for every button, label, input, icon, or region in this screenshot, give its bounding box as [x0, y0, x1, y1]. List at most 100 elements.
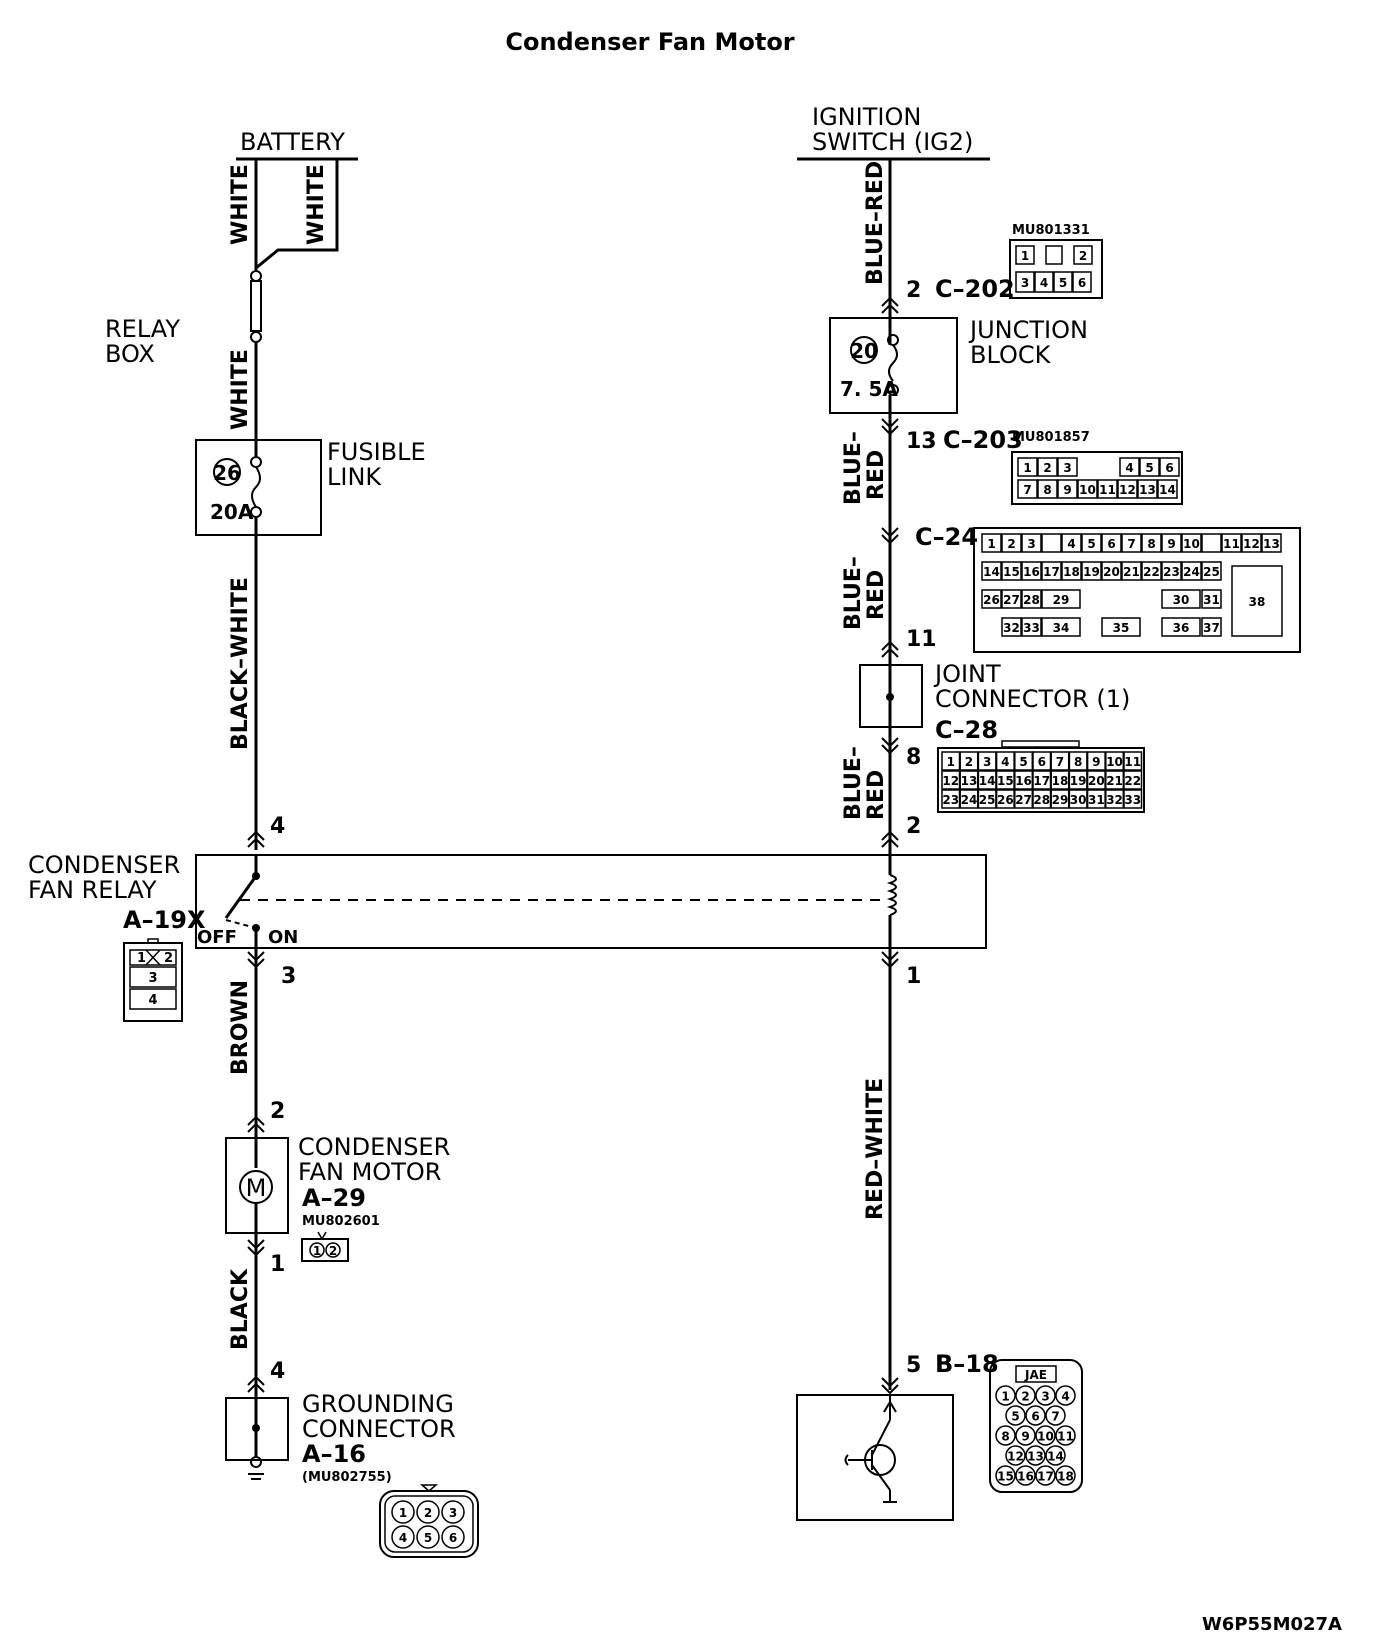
c28-pin-30: 30 [1070, 793, 1087, 807]
c203-pin-11-shape [1097, 479, 1118, 499]
c24-pin-23: 23 [1163, 565, 1180, 579]
connector-arrow-c28 [881, 737, 899, 755]
c24-pin-26: 26 [983, 593, 1000, 607]
ecu-input-arrow [883, 1400, 897, 1413]
c24-pin-9-shape [1161, 533, 1182, 553]
relay-off-label: OFF [197, 927, 237, 948]
c24-pin-27: 27 [1003, 593, 1020, 607]
b18-pin-14-shape [1045, 1445, 1066, 1466]
c28-pin-13: 13 [961, 774, 978, 788]
ignition-label-1: IGNITION [812, 103, 921, 131]
c203-pin-10: 10 [1079, 483, 1096, 497]
relay-connector-key [147, 938, 159, 944]
b18-pin-7-shape [1045, 1405, 1066, 1426]
c24-pin-30: 30 [1173, 593, 1190, 607]
c202-code: C–202 [935, 275, 1015, 303]
b18-code: B–18 [935, 1350, 999, 1378]
c28-key [1001, 740, 1080, 748]
c203-code: C–203 [943, 426, 1023, 454]
c203-pin-1: 1 [1023, 461, 1031, 475]
b18-pin-12: 12 [1007, 1450, 1024, 1464]
c28-pin-19: 19 [1070, 774, 1087, 788]
ground-conn-pin-1: 1 [399, 1506, 407, 1520]
b18-pin-15-shape [995, 1465, 1016, 1486]
jb-fuse-element [888, 344, 898, 382]
pin-4-relay: 4 [270, 814, 285, 839]
c202-pin-5-shape [1053, 271, 1073, 293]
c28-pin-16: 16 [1015, 774, 1032, 788]
connector-arrow-c24-in [881, 527, 899, 545]
c24-pin-6: 6 [1107, 537, 1115, 551]
c24-pin-31-shape [1201, 589, 1222, 609]
c24-pin-25: 25 [1203, 565, 1220, 579]
c24-pin-28-shape [1021, 589, 1042, 609]
wire-label-blue-red-1: BLUE–RED [863, 161, 888, 285]
c24-pin-4-shape [1061, 533, 1082, 553]
b18-pin-9: 9 [1021, 1430, 1029, 1444]
fuse-26-circle [213, 458, 241, 486]
c24-pin-15: 15 [1003, 565, 1020, 579]
ground-conn-pin-6: 6 [449, 1531, 457, 1545]
c28-pin-12: 12 [942, 774, 959, 788]
c24-pin-13: 13 [1263, 537, 1280, 551]
motor-label-1: CONDENSER [298, 1133, 450, 1161]
left-lower-circuit: 3 BROWN 2 M CONDENSER FAN MOTOR A–29 MU8… [225, 948, 479, 1558]
ground-conn-pin-6-shape [441, 1525, 465, 1549]
c24-pin-15-shape [1001, 561, 1022, 581]
pin-4-ground: 4 [270, 1359, 285, 1384]
b18-pin-1-shape [995, 1385, 1016, 1406]
pin-3-relay: 3 [281, 964, 296, 989]
wire-label-white-1: WHITE [228, 164, 253, 245]
c24-pin-3-shape [1021, 533, 1042, 553]
b18-pin-9-shape [1015, 1425, 1036, 1446]
c203-pin-9: 9 [1063, 483, 1071, 497]
c28-pin-7: 7 [1056, 755, 1064, 769]
c24-pin-38: 38 [1249, 595, 1266, 609]
right-circuit: IGNITION SWITCH (IG2) BLUE–RED 2 C–202 M… [796, 103, 1301, 1521]
relay-conn-x-cell [145, 949, 161, 966]
c24-pin-27-shape [1001, 589, 1022, 609]
wire-label-black-white: BLACK–WHITE [228, 577, 253, 750]
c24-pin-18: 18 [1063, 565, 1080, 579]
c203-pin-14: 14 [1159, 483, 1176, 497]
wire-label-red-white: RED–WHITE [863, 1078, 888, 1220]
wire-white-branch [255, 159, 339, 270]
c202-pin-3: 3 [1021, 276, 1029, 290]
fusible-link-box [195, 439, 322, 536]
wire-label-blue-red-2b: RED [864, 450, 889, 500]
junction-block-label-2: BLOCK [970, 341, 1052, 369]
c202-pin-1: 1 [1021, 249, 1029, 263]
pin-11: 11 [906, 627, 937, 652]
c203-pin-13: 13 [1139, 483, 1156, 497]
c24-pin-35-shape [1101, 617, 1141, 637]
c24-pin-22: 22 [1143, 565, 1160, 579]
c203-pin-7-shape [1017, 479, 1038, 499]
c203-pin-7: 7 [1023, 483, 1031, 497]
c203-pin-11: 11 [1099, 483, 1116, 497]
c28-pin-21: 21 [1106, 774, 1123, 788]
b18-pin-4-shape [1055, 1385, 1076, 1406]
c24-pin-7: 7 [1127, 537, 1135, 551]
connector-arrow-c24-out [881, 640, 899, 658]
c202-pin-1-shape [1015, 245, 1035, 265]
b18-pin-3-shape [1035, 1385, 1056, 1406]
ground-conn-pin-1-shape [391, 1500, 415, 1524]
c202-pin-4-shape [1034, 271, 1054, 293]
transistor-emitter [871, 1464, 891, 1491]
c24-pin-18-shape [1061, 561, 1082, 581]
c202-part-number: MU801331 [1012, 223, 1090, 238]
pin-1-motor: 1 [270, 1252, 285, 1277]
c24-pin-21: 21 [1123, 565, 1140, 579]
relay-box-outline [195, 854, 987, 949]
c24-code: C–24 [915, 523, 978, 551]
relay-label-2: FAN RELAY [28, 876, 157, 904]
b18-pin-14: 14 [1047, 1450, 1064, 1464]
motor-conn-cell-1: 1 [313, 1244, 321, 1258]
ground-terminal [250, 1456, 262, 1468]
c24-pin-9: 9 [1167, 537, 1175, 551]
c24-pin-37: 37 [1203, 621, 1220, 635]
relay-conn-row3 [129, 988, 177, 1010]
b18-pin-5-shape [1005, 1405, 1026, 1426]
